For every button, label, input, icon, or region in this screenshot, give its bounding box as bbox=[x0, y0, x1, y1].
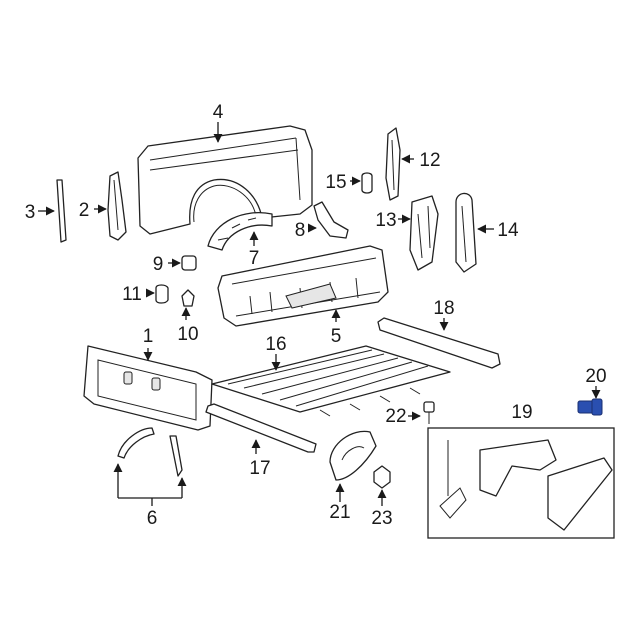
part-plug[interactable] bbox=[155, 284, 169, 304]
callout-17: 17 bbox=[249, 458, 270, 479]
callout-13: 13 bbox=[375, 210, 396, 231]
callout-5: 5 bbox=[331, 326, 342, 347]
part-rear-post[interactable] bbox=[385, 127, 401, 201]
part-fuel-housing[interactable] bbox=[329, 430, 377, 481]
callout-8: 8 bbox=[295, 220, 306, 241]
part-floor-pan[interactable] bbox=[211, 345, 451, 417]
callout-15: 15 bbox=[325, 172, 346, 193]
callout-labels: 1 2 3 4 5 6 7 8 9 10 11 12 13 14 15 16 1… bbox=[25, 102, 607, 529]
callout-3: 3 bbox=[25, 202, 36, 223]
part-bolt[interactable] bbox=[423, 401, 435, 424]
part-sill-strip[interactable] bbox=[205, 403, 317, 453]
part-small-plug[interactable] bbox=[361, 172, 373, 194]
part-rear-pillar[interactable] bbox=[455, 192, 477, 273]
callout-9: 9 bbox=[153, 254, 164, 275]
part-front-panel[interactable] bbox=[217, 245, 389, 327]
callout-19: 19 bbox=[511, 402, 532, 423]
part-clip[interactable] bbox=[181, 255, 197, 271]
callout-2: 2 bbox=[79, 200, 90, 221]
part-nut[interactable] bbox=[373, 465, 391, 489]
part-grommet[interactable] bbox=[181, 289, 195, 307]
part-rear-corner[interactable] bbox=[409, 195, 439, 271]
callout-16: 16 bbox=[265, 334, 286, 355]
callout-22: 22 bbox=[385, 406, 406, 427]
callout-23: 23 bbox=[371, 508, 392, 529]
callout-20: 20 bbox=[585, 366, 606, 387]
callout-6: 6 bbox=[147, 508, 158, 529]
part-molding-strip[interactable] bbox=[56, 179, 67, 243]
callout-12: 12 bbox=[419, 150, 440, 171]
part-tailgate[interactable] bbox=[83, 345, 213, 431]
callout-14: 14 bbox=[497, 220, 519, 241]
callout-11: 11 bbox=[122, 284, 142, 305]
callout-7: 7 bbox=[249, 248, 260, 269]
part-wheelhouse[interactable] bbox=[207, 212, 273, 251]
callout-21: 21 bbox=[329, 502, 350, 523]
part-highlighted-bolt[interactable] bbox=[577, 398, 603, 416]
part-brace-bracket[interactable] bbox=[313, 201, 349, 239]
leader-lines bbox=[38, 122, 601, 506]
part-seals[interactable] bbox=[117, 427, 183, 477]
part-bed-side-panel[interactable] bbox=[137, 125, 313, 235]
part-side-rail[interactable] bbox=[377, 317, 501, 369]
callout-1: 1 bbox=[143, 326, 154, 347]
kit-box-19 bbox=[427, 427, 615, 539]
callout-18: 18 bbox=[433, 298, 454, 319]
callout-10: 10 bbox=[177, 324, 198, 345]
part-front-corner-post[interactable] bbox=[107, 171, 127, 241]
callout-4: 4 bbox=[213, 102, 224, 123]
